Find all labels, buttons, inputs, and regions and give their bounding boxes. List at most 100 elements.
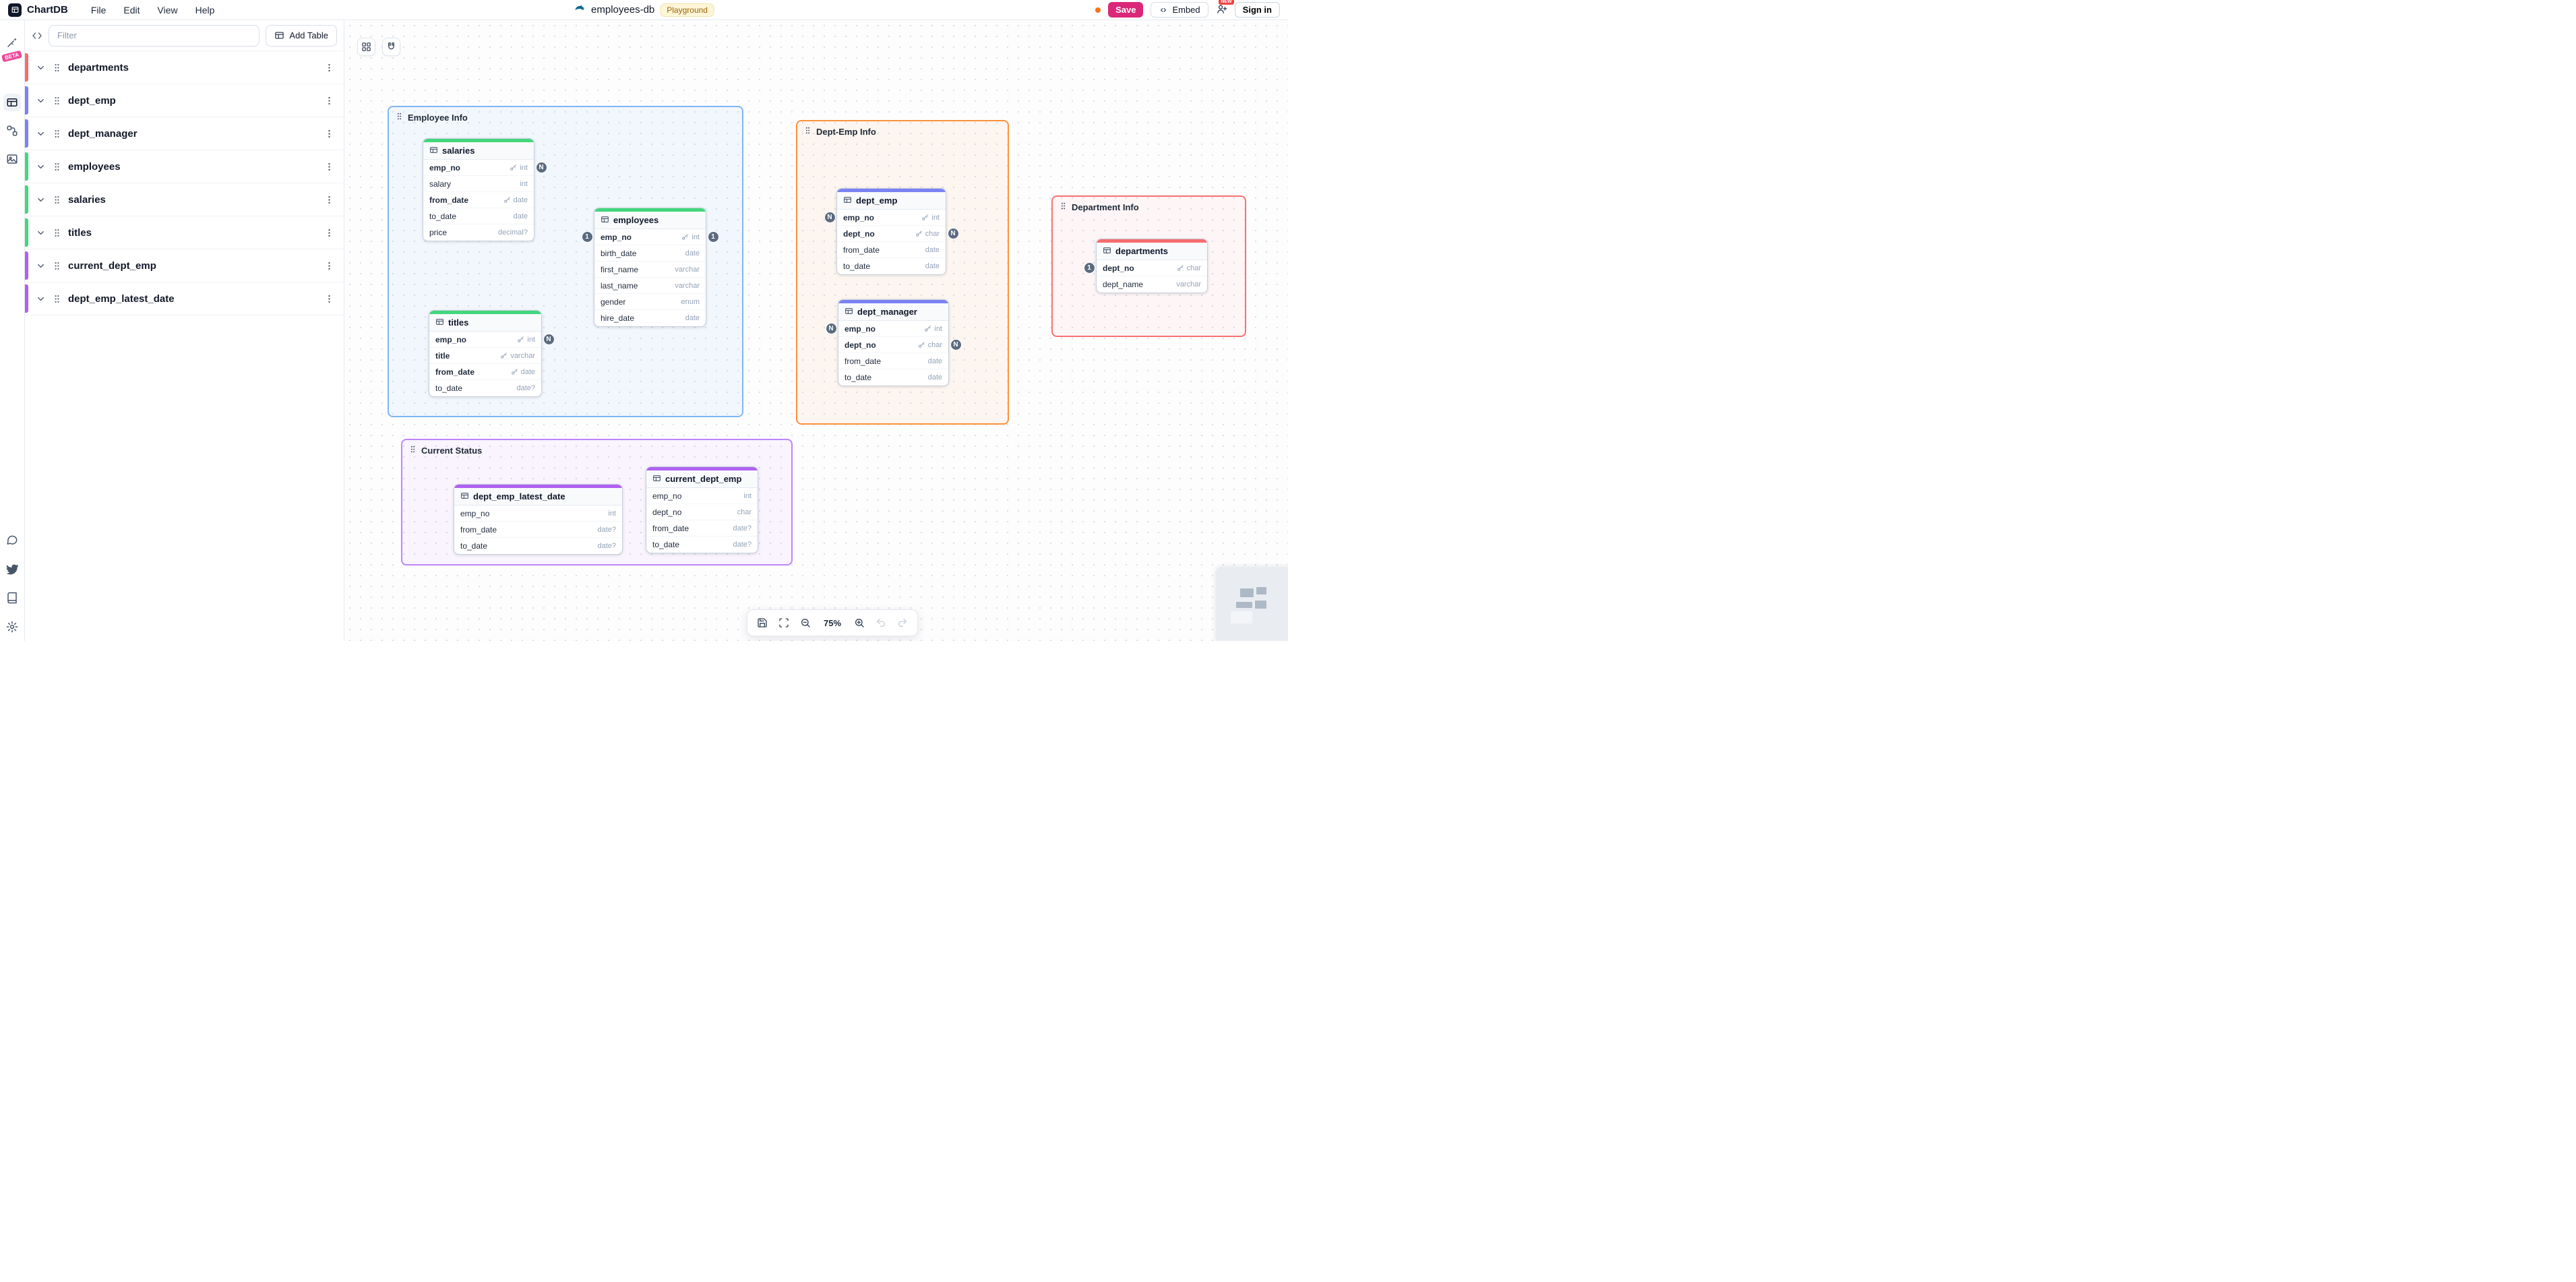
table-node[interactable]: current_dept_emp emp_no int dept_no char… <box>646 466 758 553</box>
key-icon <box>915 230 923 237</box>
drag-handle-icon[interactable] <box>1059 202 1068 212</box>
embed-button[interactable]: Embed <box>1151 2 1208 18</box>
layout-grid-button[interactable] <box>357 38 375 56</box>
chat-button[interactable] <box>3 531 21 549</box>
key-icon <box>924 325 931 332</box>
drag-handle-icon[interactable] <box>52 63 62 73</box>
magic-wand-button[interactable] <box>3 34 21 51</box>
table-node[interactable]: dept_emp emp_no int dept_no char from_da… <box>836 188 946 275</box>
chevron-down-icon[interactable] <box>36 63 46 73</box>
table-node[interactable]: dept_manager emp_no int dept_no char fro… <box>838 299 949 386</box>
field-name: to_date <box>652 540 680 549</box>
canvas[interactable]: Employee Info Dept-Emp Info Department I… <box>344 20 1288 641</box>
drag-handle-icon[interactable] <box>408 445 417 456</box>
menu-file[interactable]: File <box>90 4 106 16</box>
minimap[interactable] <box>1216 567 1288 641</box>
table-list-item[interactable]: departments <box>25 51 344 84</box>
redo-button[interactable] <box>892 613 913 633</box>
chevron-down-icon[interactable] <box>36 228 46 238</box>
chevron-down-icon[interactable] <box>36 96 46 106</box>
relationships-tab-button[interactable] <box>3 122 21 140</box>
tables-panel-header: Add Table <box>25 20 344 51</box>
table-node-header[interactable]: employees <box>594 212 706 229</box>
drag-handle-icon[interactable] <box>52 228 62 238</box>
table-menu-button[interactable] <box>324 261 334 271</box>
table-list-item[interactable]: dept_emp_latest_date <box>25 282 344 315</box>
table-node-header[interactable]: dept_manager <box>838 303 948 321</box>
table-menu-button[interactable] <box>324 63 334 73</box>
menu-view[interactable]: View <box>157 4 178 16</box>
drag-handle-icon[interactable] <box>395 112 404 123</box>
drag-handle-icon[interactable] <box>52 261 62 271</box>
table-menu-button[interactable] <box>324 294 334 304</box>
table-list-item[interactable]: current_dept_emp <box>25 249 344 282</box>
mysql-logo-icon <box>574 2 586 18</box>
chevron-down-icon[interactable] <box>36 294 46 304</box>
drag-handle-icon[interactable] <box>52 96 62 106</box>
field-name: dept_no <box>1103 263 1134 273</box>
sign-in-button[interactable]: Sign in <box>1234 2 1280 18</box>
drag-handle-icon[interactable] <box>52 195 62 205</box>
menu-help[interactable]: Help <box>195 4 215 16</box>
fit-view-button[interactable] <box>774 613 794 633</box>
table-node[interactable]: dept_emp_latest_date emp_no int from_dat… <box>454 484 623 555</box>
chevron-down-icon[interactable] <box>36 129 46 139</box>
view-code-button[interactable] <box>32 30 42 41</box>
table-menu-button[interactable] <box>324 195 334 205</box>
table-node-header[interactable]: dept_emp_latest_date <box>454 488 622 506</box>
field-type: enum <box>681 297 700 306</box>
table-color-bar <box>25 284 28 313</box>
docs-button[interactable] <box>3 589 21 607</box>
table-field-row: title varchar <box>429 348 541 364</box>
area[interactable]: Department Info <box>1051 195 1246 337</box>
table-node[interactable]: salaries emp_no int salary int from_date… <box>423 138 534 241</box>
zoom-in-button[interactable] <box>849 613 869 633</box>
table-node-header[interactable]: salaries <box>423 142 534 160</box>
chevron-down-icon[interactable] <box>36 195 46 205</box>
table-list-item[interactable]: salaries <box>25 183 344 216</box>
table-menu-button[interactable] <box>324 162 334 172</box>
table-menu-button[interactable] <box>324 129 334 139</box>
table-name: current_dept_emp <box>68 260 156 272</box>
table-list-item[interactable]: employees <box>25 150 344 183</box>
menu-edit[interactable]: Edit <box>123 4 140 16</box>
table-node[interactable]: departments dept_no char dept_name varch… <box>1096 239 1208 293</box>
tables-tab-button[interactable] <box>3 94 21 111</box>
field-type: int <box>510 164 528 172</box>
zoom-level[interactable]: 75% <box>817 618 848 628</box>
drag-handle-icon[interactable] <box>803 126 812 137</box>
table-menu-button[interactable] <box>324 228 334 238</box>
key-icon <box>918 341 925 348</box>
save-button[interactable]: Save <box>1108 2 1144 18</box>
areas-tab-button[interactable] <box>3 150 21 168</box>
invite-user-button[interactable] <box>1216 3 1227 17</box>
table-list-item[interactable]: titles <box>25 216 344 249</box>
filter-input[interactable] <box>49 24 260 47</box>
twitter-button[interactable] <box>3 560 21 578</box>
snap-magnet-button[interactable] <box>382 38 400 56</box>
drag-handle-icon[interactable] <box>52 129 62 139</box>
chevron-down-icon[interactable] <box>36 261 46 271</box>
embed-icon <box>1161 7 1167 12</box>
drag-handle-icon[interactable] <box>52 162 62 172</box>
table-node[interactable]: titles emp_no int title varchar from_dat… <box>429 310 542 397</box>
drag-handle-icon[interactable] <box>52 294 62 304</box>
table-node-header[interactable]: departments <box>1097 243 1207 260</box>
table-list-item[interactable]: dept_manager <box>25 117 344 150</box>
zoom-out-button[interactable] <box>795 613 816 633</box>
table-list-item[interactable]: dept_emp <box>25 84 344 117</box>
table-node-header[interactable]: dept_emp <box>837 192 946 210</box>
add-table-button[interactable]: Add Table <box>266 24 337 47</box>
table-node-header[interactable]: current_dept_emp <box>646 470 758 488</box>
table-node[interactable]: employees emp_no int birth_date date fir… <box>594 208 706 327</box>
diagram-name[interactable]: employees-db <box>591 4 655 16</box>
table-field-row: price decimal? <box>423 224 534 241</box>
undo-button[interactable] <box>871 613 891 633</box>
field-type: date <box>511 368 535 376</box>
save-diagram-button[interactable] <box>752 613 772 633</box>
table-field-row: emp_no int <box>454 506 622 522</box>
table-menu-button[interactable] <box>324 96 334 106</box>
chevron-down-icon[interactable] <box>36 162 46 172</box>
settings-button[interactable] <box>3 618 21 636</box>
table-node-header[interactable]: titles <box>429 314 541 332</box>
